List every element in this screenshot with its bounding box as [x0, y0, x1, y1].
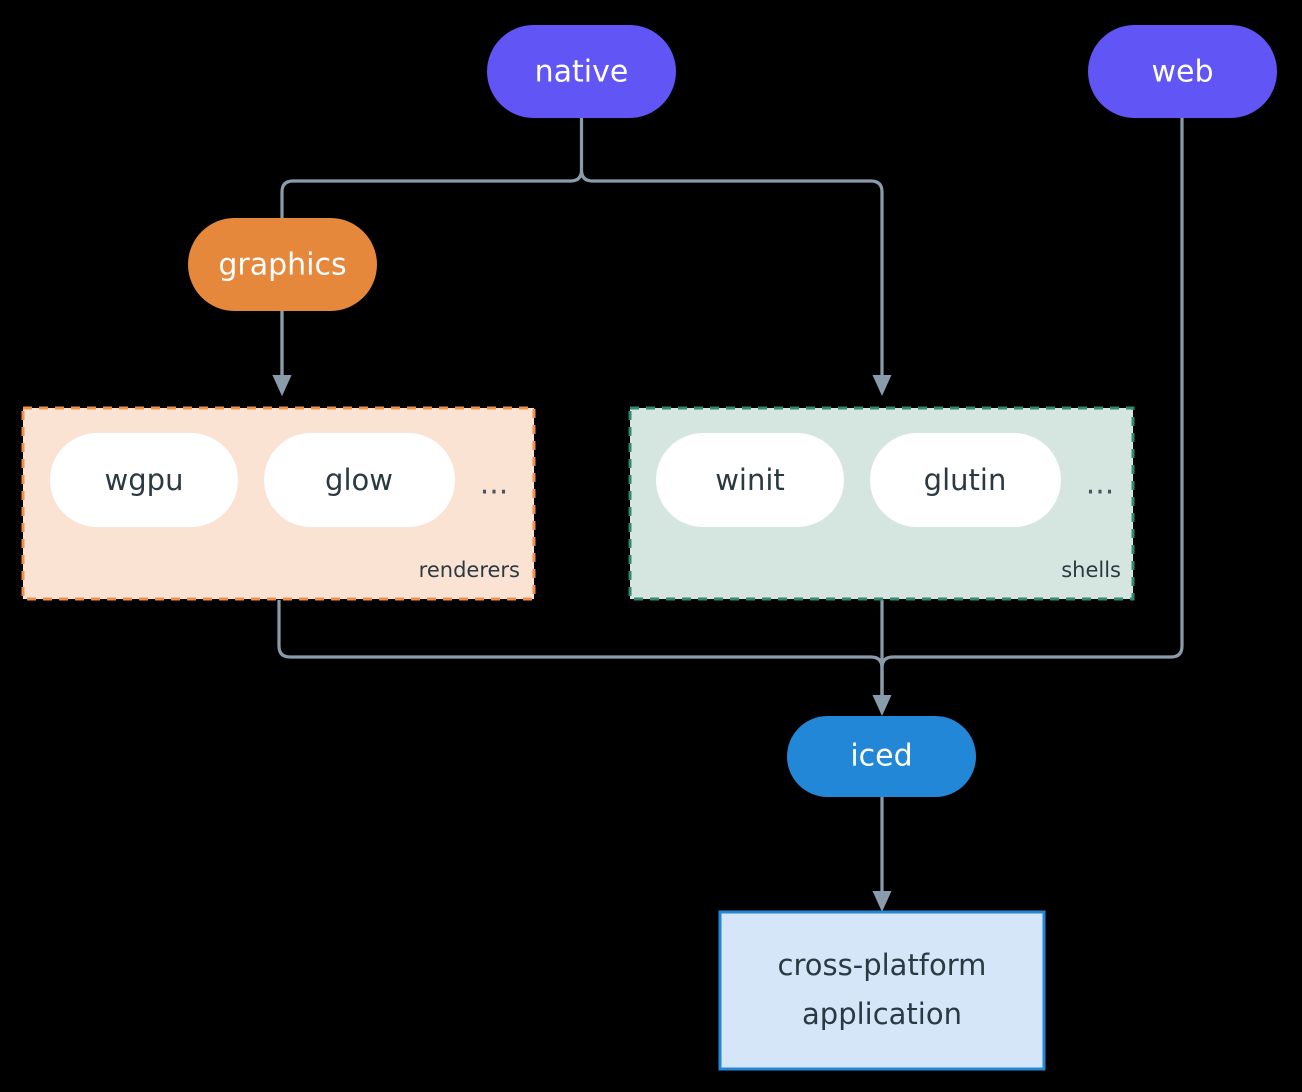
- group-renderers: wgpu glow ... renderers: [21, 406, 536, 601]
- arrowhead-graphics-to-renderers: [272, 375, 292, 396]
- node-web-label: web: [1151, 55, 1213, 90]
- node-iced-label: iced: [850, 739, 912, 774]
- shells-ellipsis: ...: [1086, 467, 1115, 502]
- edge-layer: [272, 118, 1184, 912]
- node-web-shape[interactable]: [1088, 25, 1277, 118]
- node-graphics-label: graphics: [218, 248, 346, 283]
- node-iced-shape[interactable]: [787, 716, 976, 797]
- renderers-caption: renderers: [419, 558, 520, 582]
- edge-native-to-shells: [579, 169, 884, 376]
- node-graphics[interactable]: graphics: [188, 218, 377, 311]
- arrowhead-native-to-shells: [872, 375, 892, 396]
- shells-caption: shells: [1061, 558, 1121, 582]
- renderers-ellipsis: ...: [480, 467, 509, 502]
- node-application-shape[interactable]: [718, 910, 1046, 1071]
- node-application[interactable]: cross-platform application: [718, 910, 1046, 1071]
- pill-glutin-label: glutin: [924, 463, 1007, 497]
- pill-winit[interactable]: [656, 433, 844, 527]
- node-application-label-line1: cross-platform: [778, 948, 987, 982]
- node-iced[interactable]: iced: [787, 716, 976, 797]
- arrowhead-to-iced: [872, 695, 892, 716]
- node-native[interactable]: native: [487, 25, 676, 118]
- pill-winit-label: winit: [715, 463, 785, 497]
- edge-renderers-to-iced: [277, 600, 884, 697]
- pill-wgpu[interactable]: [50, 433, 238, 527]
- pill-glow[interactable]: [264, 433, 455, 527]
- node-native-shape[interactable]: [487, 25, 676, 118]
- pill-glutin[interactable]: [870, 433, 1061, 527]
- node-native-label: native: [535, 55, 629, 90]
- pill-glow-label: glow: [325, 463, 393, 497]
- pill-wgpu-label: wgpu: [105, 463, 184, 497]
- node-application-label-line2: application: [802, 997, 962, 1031]
- node-graphics-shape[interactable]: [188, 218, 377, 311]
- arrowhead-to-application: [872, 891, 892, 912]
- node-web[interactable]: web: [1088, 25, 1277, 118]
- group-shells: winit glutin ... shells: [628, 406, 1135, 601]
